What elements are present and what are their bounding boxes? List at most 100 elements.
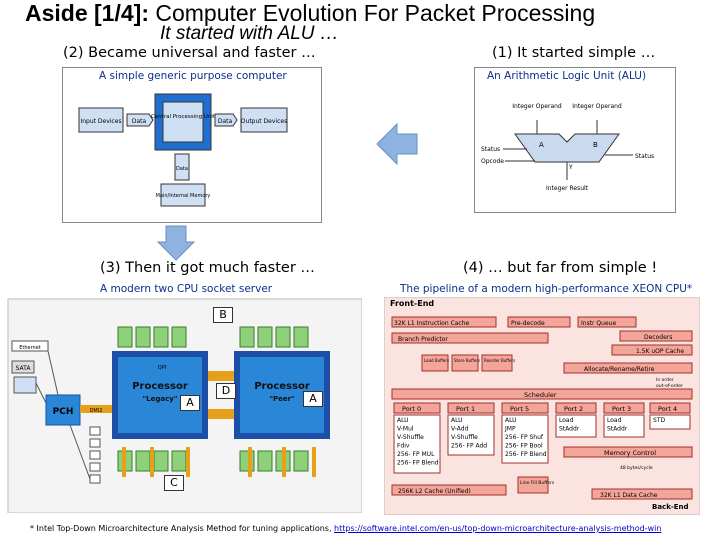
processor-1-text: Processor: [132, 381, 188, 392]
section-2-heading: (2) Became universal and faster …: [63, 45, 316, 61]
status-in-text: Status: [481, 146, 500, 153]
port-item: V-Shuffle: [451, 434, 478, 441]
lfb-text: Line Fill Buffers: [520, 480, 555, 486]
data-in-arrow: [126, 113, 154, 127]
footnote-link[interactable]: https://software.intel.com/en-us/top-dow…: [334, 524, 662, 533]
output-devices-box: [240, 107, 288, 133]
port-item: V-Shuffle: [397, 434, 424, 441]
port-label: Port 0: [402, 405, 421, 413]
store-buf-box: [451, 354, 479, 372]
data-out-text: Data: [218, 118, 233, 125]
result-text: Integer Result: [546, 185, 589, 192]
store-buf-text: Store Buffers: [454, 358, 480, 363]
label-a-left: A: [180, 395, 200, 411]
opcode-text: Opcode: [481, 158, 504, 165]
instr-queue-box: [577, 316, 637, 328]
instr-queue-text: Instr Queue: [581, 320, 616, 327]
l1d-text: 32K L1 Data Cache: [600, 492, 658, 499]
uop-box: [611, 344, 693, 356]
port-label: Port 1: [456, 405, 475, 413]
section-1-heading: (1) It started simple …: [492, 45, 656, 61]
computer-diagram: Input Devices Data Central Processing Un…: [78, 93, 288, 207]
port-item: 256- FP Bool: [505, 443, 543, 450]
reorder-buf-text: Reorder Buffers: [484, 358, 515, 363]
ooo-text: out-of-order: [656, 383, 683, 389]
footnote: * Intel Top-Down Microarchitecture Analy…: [30, 524, 661, 533]
port-item: ALU: [397, 417, 409, 424]
computer-caption: A simple generic purpose computer: [99, 70, 287, 82]
memory-text: Main/Internal Memory: [156, 193, 211, 199]
alu-a-text: A: [539, 141, 544, 149]
port-item: 256- FP Blend: [505, 451, 547, 458]
processor-1-sub: "Legacy": [143, 395, 178, 403]
port-item: V-Mul: [397, 426, 414, 433]
slide-title: Aside [1/4]: Computer Evolution For Pack…: [25, 0, 595, 27]
port-label: Port 5: [510, 405, 529, 413]
l1i-box: [391, 316, 497, 328]
port-item: Load: [607, 417, 622, 424]
port-item: 256- FP MUL: [397, 451, 435, 458]
label-b: B: [213, 307, 233, 323]
port-item: Load: [559, 417, 574, 424]
port-item: Fdiv: [397, 443, 410, 450]
port-item: 256- FP Add: [451, 443, 487, 450]
section-4-heading: (4) … but far from simple !: [463, 260, 658, 276]
port-item: JMP: [504, 426, 516, 433]
dmi-text: DMI2: [90, 408, 103, 414]
cpu-text: Central Processing Unit: [151, 114, 216, 120]
port-item: StAddr: [607, 426, 628, 433]
pch-text: PCH: [53, 407, 74, 417]
input-devices-box: [78, 107, 124, 133]
alu-shape: [514, 133, 620, 163]
bus-text: Data: [176, 166, 188, 172]
port-item: 256- FP Blend: [397, 460, 439, 467]
alloc-box: [563, 362, 693, 374]
processor-2-text: Processor: [254, 381, 310, 392]
in-order-text: In order: [656, 377, 674, 383]
label-d: D: [216, 383, 236, 399]
decoders-box: [619, 330, 693, 342]
section-3-heading: (3) Then it got much faster …: [100, 260, 315, 276]
op2-text: Integer Operand: [572, 103, 622, 110]
mem-ctrl-box: [563, 446, 693, 458]
port-item: ALU: [451, 417, 463, 424]
sata-text: SATA: [16, 365, 32, 372]
input-devices-text: Input Devices: [80, 118, 121, 125]
alloc-text: Allocate/Rename/Retire: [584, 366, 655, 373]
data-in-text: Data: [132, 118, 147, 125]
pipeline-caption: The pipeline of a modern high-performanc…: [400, 283, 693, 295]
predecode-text: Pre-decode: [511, 320, 545, 327]
l1i-text: 32K L1 Instruction Cache: [394, 320, 470, 327]
port-label: Port 2: [564, 405, 583, 413]
port-label: Port 4: [658, 405, 677, 413]
branch-text: Branch Predictor: [398, 336, 448, 343]
computer-panel: A simple generic purpose computer Input …: [62, 67, 322, 223]
port-item: STD: [653, 417, 665, 424]
ethernet-text: Ethernet: [19, 345, 41, 351]
mem-ctrl-text: Memory Control: [604, 449, 656, 457]
processor-2-sub: "Peer": [269, 395, 294, 403]
alu-caption: An Arithmetic Logic Unit (ALU): [487, 70, 647, 82]
port-item: V-Add: [451, 426, 469, 433]
status-out-text: Status: [635, 153, 654, 160]
left-arrow-icon: [376, 122, 418, 166]
back-end-text: Back-End: [652, 503, 689, 511]
decoders-text: Decoders: [644, 334, 672, 341]
alu-panel: An Arithmetic Logic Unit (ALU) Integer O…: [474, 67, 676, 213]
branch-box: [391, 332, 549, 344]
port-item: ALU: [505, 417, 517, 424]
scheduler-box: [391, 388, 693, 400]
port-label: Port 3: [612, 405, 631, 413]
memory-box: [160, 183, 206, 207]
l2-text: 256K L2 Cache (Unified): [398, 488, 471, 495]
op1-text: Integer Operand: [512, 103, 562, 110]
label-c: C: [164, 475, 184, 491]
footnote-text: * Intel Top-Down Microarchitecture Analy…: [30, 524, 335, 533]
bus-box: [174, 153, 190, 181]
alu-diagram: Integer Operand Integer Operand A B Stat…: [481, 103, 654, 192]
down-arrow-icon: [156, 225, 196, 261]
lfb-box: [517, 476, 549, 494]
port-item: StAddr: [559, 426, 580, 433]
port-item: 256- FP Shuf: [505, 434, 544, 441]
